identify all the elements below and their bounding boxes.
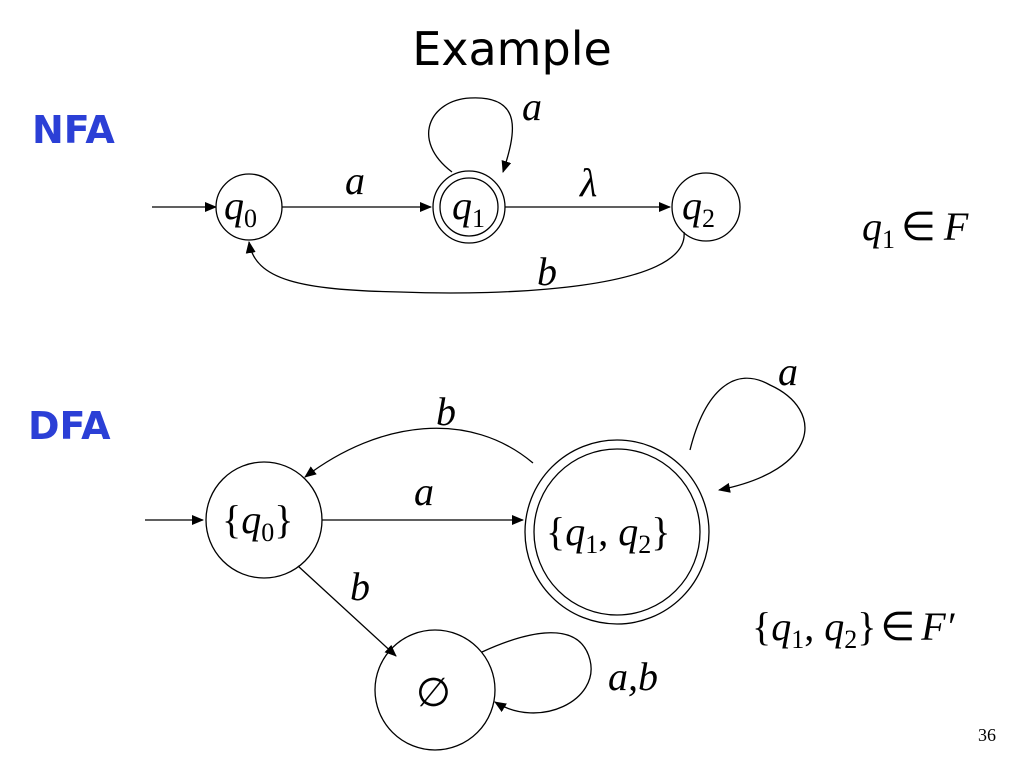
dfa-edge-start-final-label: a bbox=[414, 469, 434, 514]
nfa-label: NFA bbox=[32, 108, 115, 152]
nfa-edge-q2-q0-label: b bbox=[537, 249, 557, 294]
nfa-final-note: q1∈F bbox=[862, 204, 969, 254]
dfa-state-q1q2-final: {q1, q2} bbox=[524, 439, 710, 625]
svg-text:q2: q2 bbox=[682, 183, 715, 233]
svg-text:q0: q0 bbox=[224, 183, 257, 233]
dfa-edge-final-start bbox=[304, 427, 534, 478]
page-number: 36 bbox=[978, 725, 996, 745]
nfa-edge-q1-loop bbox=[428, 97, 514, 173]
dfa-edge-start-empty bbox=[297, 565, 397, 657]
nfa-edge-q1-q2-label: λ bbox=[579, 160, 597, 205]
nfa-edge-q2-q0 bbox=[245, 231, 685, 294]
dfa-edge-final-start-label: b bbox=[436, 389, 456, 434]
dfa-edge-start-empty-label: b bbox=[350, 564, 370, 609]
dfa-edge-empty-loop-label: a,b bbox=[608, 654, 658, 699]
nfa-state-q2: q2 bbox=[671, 172, 741, 242]
svg-text:q1: q1 bbox=[452, 183, 485, 233]
svg-text:{q1, q2}: {q1, q2} bbox=[546, 509, 670, 559]
dfa-label: DFA bbox=[28, 404, 111, 448]
nfa-edge-q0-q1-label: a bbox=[345, 158, 365, 203]
nfa-state-q1-final: q1 bbox=[432, 170, 506, 244]
dfa-edge-final-loop-label: a bbox=[778, 349, 798, 394]
slide-title: Example bbox=[412, 22, 612, 76]
svg-text:∅: ∅ bbox=[416, 670, 451, 715]
dfa-state-q0: {q0} bbox=[205, 461, 323, 579]
dfa-final-note: {q1, q2}∈F′ bbox=[752, 604, 956, 654]
nfa-state-q0: q0 bbox=[215, 173, 283, 241]
dfa-state-empty: ∅ bbox=[374, 629, 496, 751]
svg-text:{q0}: {q0} bbox=[222, 497, 293, 547]
dfa-edge-final-loop bbox=[689, 377, 806, 493]
nfa-edge-q1-loop-label: a bbox=[522, 84, 542, 129]
dfa-edge-empty-loop bbox=[481, 632, 592, 714]
